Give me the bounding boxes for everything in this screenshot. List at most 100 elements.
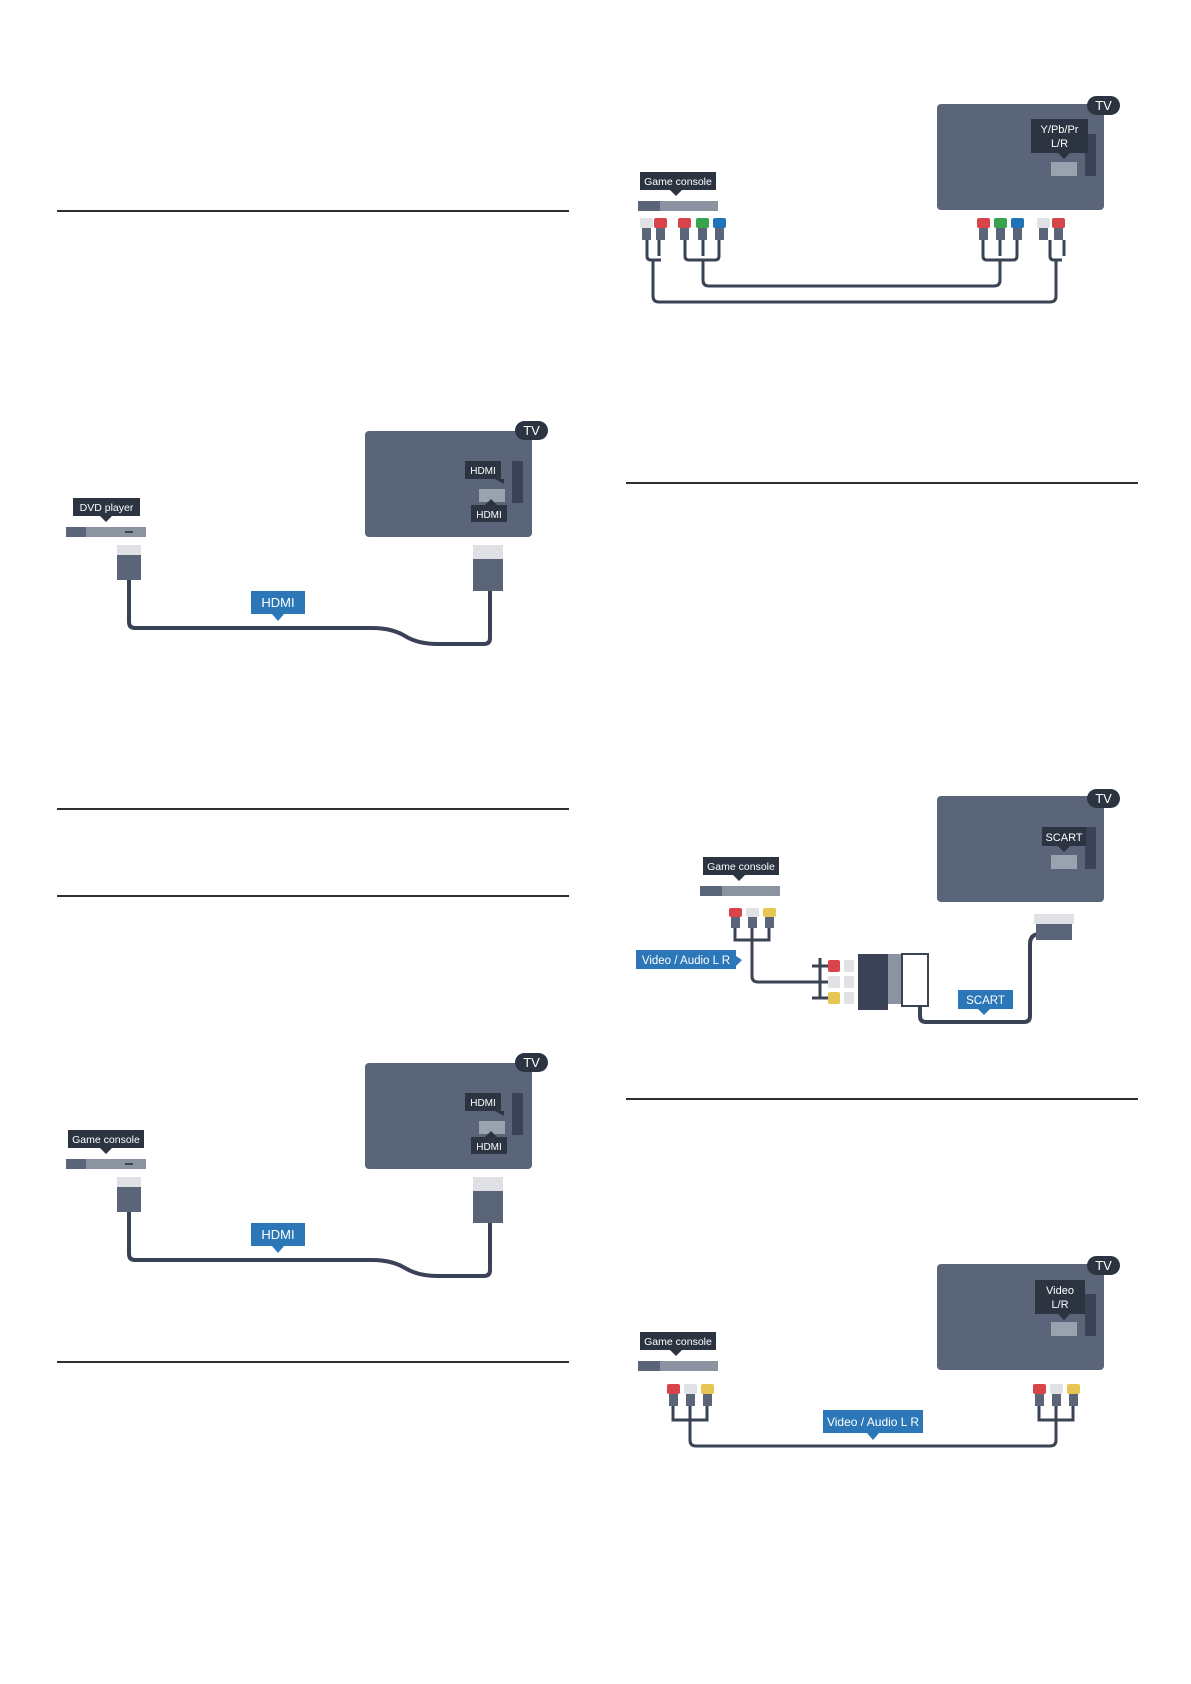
- port-callout-label: HDMI: [470, 1098, 496, 1109]
- plug-blue: [713, 218, 726, 228]
- tv-hdmi-port: [479, 1121, 505, 1134]
- device-body-dark: [638, 1361, 660, 1371]
- scart-adapter-block: [858, 954, 888, 1010]
- scart-plug-tv: [1034, 914, 1074, 924]
- device-callout-label: Game console: [707, 861, 775, 873]
- adapter-callout-label: Video / Audio L R: [642, 955, 730, 967]
- plug-white: [640, 218, 653, 228]
- port-callout-label-1: Video: [1046, 1285, 1074, 1297]
- tv-port: [1051, 1322, 1077, 1336]
- device-callout-pointer: [100, 1148, 112, 1154]
- port-callout: [1042, 827, 1086, 846]
- cable-callout-label: HDMI: [261, 595, 294, 610]
- adapter-callout: [636, 950, 736, 969]
- cable-callout-pointer: [978, 1009, 990, 1015]
- plug-red: [1052, 218, 1065, 228]
- cable-callout-label: SCART: [966, 995, 1005, 1007]
- section-divider: [626, 1098, 1138, 1100]
- adapter-leads: [812, 958, 828, 1000]
- device-callout-label: DVD player: [80, 502, 134, 514]
- plug-white: [1037, 218, 1050, 228]
- port-callout-pointer: [1058, 846, 1070, 852]
- port-callout: [1031, 119, 1088, 153]
- tv-badge: [1087, 789, 1120, 808]
- hdmi-plug-tv: [473, 1177, 503, 1191]
- composite-cable: [671, 1406, 1075, 1448]
- device-callout: [68, 1130, 144, 1148]
- device-callout-pointer: [733, 875, 745, 881]
- device-body-dark: [66, 1159, 86, 1169]
- device-callout: [73, 498, 140, 516]
- port-callout: [465, 461, 501, 479]
- cable-callout: [251, 591, 305, 614]
- port-callout-2-pointer: [485, 499, 497, 505]
- scart-adapter-plug: [888, 954, 902, 1004]
- device-body: [66, 527, 146, 537]
- plug-blue: [1011, 218, 1024, 228]
- port-callout-pointer: [495, 1111, 504, 1116]
- component-cable: [683, 240, 1019, 288]
- section-divider: [57, 210, 569, 212]
- port-callout: [1035, 1280, 1085, 1314]
- device-led: [125, 531, 133, 533]
- cable-callout-pointer: [272, 1246, 284, 1253]
- plug-red: [678, 218, 691, 228]
- scart-plug-tv-body: [1036, 924, 1072, 940]
- port-callout-pointer: [1058, 153, 1070, 159]
- device-callout-pointer: [670, 190, 682, 196]
- hdmi-console-diagram: TV HDMI HDMI Game console HDMI: [66, 1053, 548, 1278]
- device-callout: [703, 857, 779, 875]
- hdmi-plug-tv: [473, 545, 503, 559]
- tv-badge: [515, 1053, 548, 1072]
- plug-red: [828, 960, 840, 972]
- port-callout-pointer: [495, 479, 504, 484]
- device-body: [700, 886, 780, 896]
- tv-port-strip: [512, 461, 523, 503]
- device-callout-label: Game console: [644, 1336, 712, 1348]
- port-callout-pointer: [1058, 1314, 1070, 1320]
- tv-badge-label: TV: [523, 1055, 540, 1070]
- scart-cable: [918, 932, 1060, 1024]
- hdmi-plug-device-body: [117, 1187, 141, 1212]
- device-plugs: [667, 1384, 714, 1406]
- port-callout-2: [471, 505, 507, 522]
- port-callout-2: [471, 1137, 507, 1154]
- hdmi-plug-tv-body: [473, 559, 503, 591]
- plug-red: [667, 1384, 680, 1394]
- device-body: [66, 1159, 146, 1169]
- device-body-dark: [638, 201, 660, 211]
- adapter-plugs: [828, 960, 854, 1004]
- tv-badge: [515, 421, 548, 440]
- port-callout-2-label: HDMI: [476, 510, 502, 521]
- tv-badge-label: TV: [1095, 1258, 1112, 1273]
- plug-yellow: [763, 908, 776, 917]
- device-callout-label: Game console: [72, 1134, 140, 1146]
- hdmi-plug-device: [117, 1177, 141, 1187]
- tv-port-strip: [512, 1093, 523, 1135]
- port-callout-label-1: Y/Pb/Pr: [1041, 124, 1079, 136]
- section-divider: [57, 1361, 569, 1363]
- tv-screen: [937, 796, 1104, 902]
- port-callout: [465, 1093, 501, 1111]
- tv-port-strip: [1085, 1294, 1096, 1336]
- tv-badge-label: TV: [1095, 791, 1112, 806]
- port-callout-2-label: HDMI: [476, 1142, 502, 1153]
- tv-screen: [937, 1264, 1104, 1370]
- hdmi-cable: [127, 578, 492, 646]
- cable-callout-pointer: [867, 1433, 879, 1440]
- plug-white: [684, 1384, 697, 1394]
- plug-white: [746, 908, 759, 917]
- device-callout-pointer: [670, 1350, 682, 1356]
- hdmi-plug-device-body: [117, 555, 141, 580]
- audio-cable: [645, 240, 1066, 304]
- plug-yellow: [828, 992, 840, 1004]
- cable-callout: [251, 1223, 305, 1246]
- plug-red: [654, 218, 667, 228]
- plug-yellow: [1067, 1384, 1080, 1394]
- plug-red: [1033, 1384, 1046, 1394]
- cable-callout: [823, 1410, 923, 1433]
- tv-plugs: [1033, 1384, 1080, 1406]
- port-callout-label-2: L/R: [1051, 1299, 1068, 1311]
- tv-scart-port: [1051, 855, 1077, 869]
